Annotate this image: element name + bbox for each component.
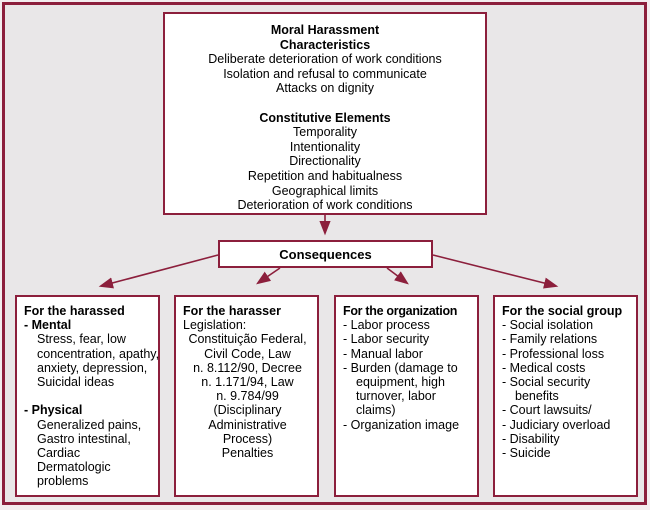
text-line: n. 9.784/99 (216, 389, 279, 404)
text-line: Stress, fear, low (37, 332, 126, 347)
text-line: Suicidal ideas (37, 375, 115, 390)
text-line: Deterioration of work conditions (237, 198, 413, 213)
text-line: equipment, high (356, 375, 445, 390)
text-line: benefits (515, 389, 559, 404)
text-line: Process) (222, 431, 273, 446)
text-line: Constituição Federal, (188, 332, 307, 347)
text-line: Constitutive Elements (259, 110, 391, 125)
text-line: Temporality (293, 125, 357, 140)
text-line: - Labor process (343, 318, 430, 333)
text-line: - Labor security (343, 332, 430, 347)
text-line: For the harasser (183, 304, 281, 318)
text-line: For the harassed (24, 304, 125, 318)
consequences-label: Consequences (279, 246, 372, 262)
text-line: Geographical limits (271, 183, 379, 198)
text-line: - Judiciary overload (502, 417, 611, 432)
text-line: (Disciplinary (213, 403, 282, 418)
text-line: problems (37, 474, 89, 489)
text-line (24, 389, 153, 403)
text-line: For the organization (343, 304, 458, 318)
text-line: anxiety, depression, (37, 360, 148, 375)
text-line: - Burden (damage to (343, 360, 458, 375)
text-line: concentration, apathy, (37, 346, 160, 361)
text-line: Intentionality (289, 139, 361, 154)
text-line: Gastro intestinal, (37, 431, 131, 446)
text-line: turnover, labor (356, 389, 436, 404)
text-line: Administrative (208, 417, 287, 432)
text-line: - Medical costs (502, 360, 586, 375)
text-line: - Family relations (502, 332, 598, 347)
text-line: - Social security (502, 375, 591, 390)
text-line: Penalties (221, 446, 274, 461)
text-line: Moral Harassment (270, 23, 380, 37)
text-line: - Social isolation (502, 318, 594, 333)
text-line: Cardiac (37, 446, 81, 461)
text-line: For the social group (502, 304, 623, 318)
text-line: - Manual labor (343, 346, 423, 361)
consequences-box: Consequences (218, 240, 433, 268)
text-line: - Professional loss (502, 346, 605, 361)
text-line: n. 8.112/90, Decree (193, 360, 302, 375)
social-group-box: For the social group- Social isolation- … (493, 295, 638, 497)
text-line: - Mental (24, 318, 72, 333)
text-line: Attacks on dignity (276, 81, 374, 96)
text-line: - Physical (24, 403, 83, 418)
text-line: Civil Code, Law (204, 346, 291, 361)
text-line: Generalized pains, (37, 417, 142, 432)
text-line: Repetition and habitualness (247, 168, 403, 183)
text-line (165, 96, 485, 111)
text-line: Deliberate deterioration of work conditi… (208, 52, 442, 67)
text-line: - Disability (502, 431, 560, 446)
organization-box: For the organization- Labor process- Lab… (334, 295, 479, 497)
text-line: - Organization image (343, 417, 460, 432)
text-line: Isolation and refusal to communicate (223, 66, 427, 81)
text-line: - Court lawsuits/ (502, 403, 592, 418)
text-line: Dermatologic (37, 460, 111, 475)
text-line: n. 1.171/94, Law (201, 375, 294, 390)
text-line: - Suicide (502, 446, 551, 461)
text-line: claims) (356, 403, 396, 418)
text-line: Directionality (289, 154, 361, 169)
text-line: Characteristics (279, 37, 371, 52)
text-line: Legislation: (183, 318, 247, 333)
